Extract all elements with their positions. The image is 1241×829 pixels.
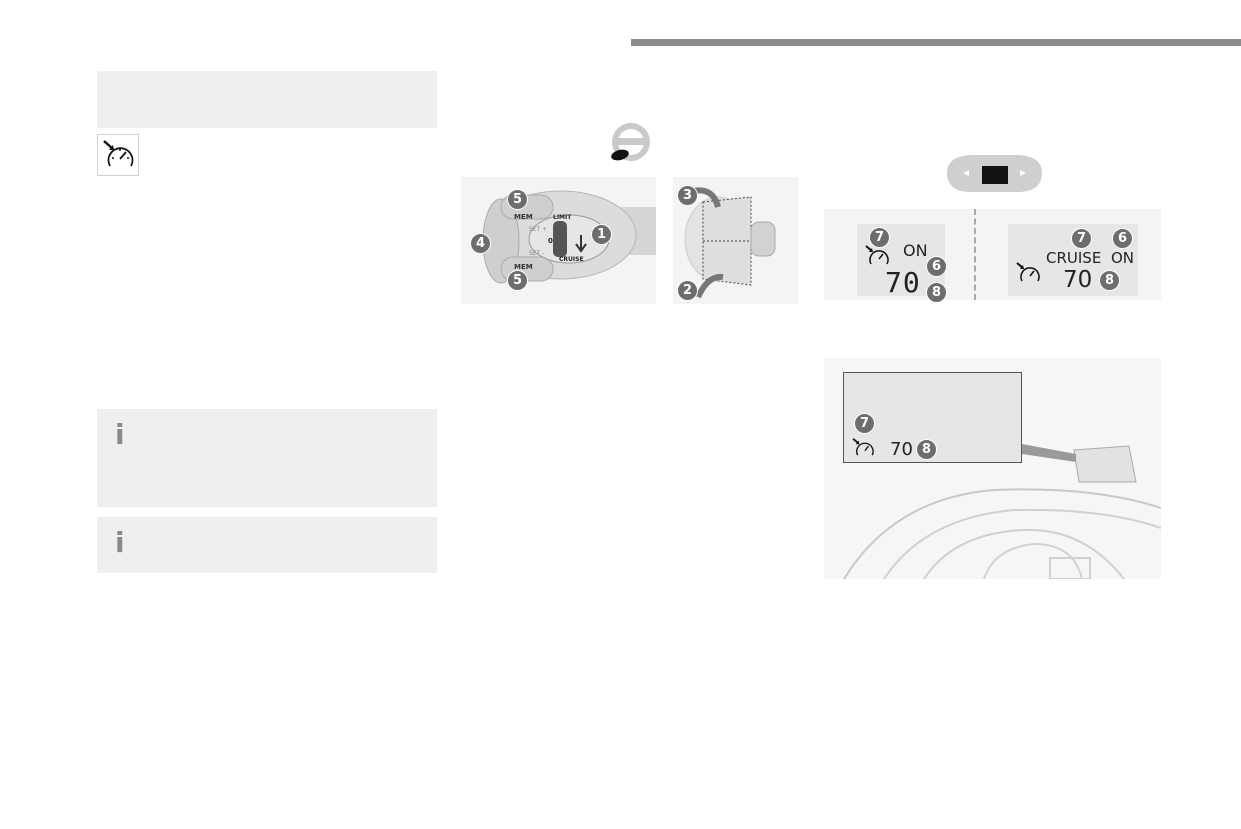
callout-7: 7 xyxy=(869,227,890,248)
display-2-mode: CRUISE xyxy=(1046,249,1102,267)
callout-6: 6 xyxy=(926,256,947,277)
cruise-control-icon xyxy=(97,134,139,176)
callout-8: 8 xyxy=(926,282,947,303)
hud-speed: 70 xyxy=(890,439,913,460)
header-panel xyxy=(97,71,437,128)
displays-panel: ON 70 7 6 8 CRUISE ON 70 7 6 8 xyxy=(824,209,1161,303)
display-1-speed: 70 xyxy=(885,266,921,299)
callout-7: 7 xyxy=(1071,228,1092,249)
cruise-label: CRUISE xyxy=(559,256,584,263)
display-2-speed: 70 xyxy=(1063,267,1093,293)
limit-label: LIMIT xyxy=(553,214,572,221)
hud-illustration: 70 7 8 xyxy=(824,358,1161,579)
cruise-control-icon xyxy=(865,245,889,265)
display-2: CRUISE ON 70 7 6 8 xyxy=(1008,224,1138,296)
mem-top-label: MEM xyxy=(514,213,533,221)
callout-1: 1 xyxy=(591,224,612,245)
steering-wheel-icon xyxy=(606,121,656,165)
hud-display: 70 7 8 xyxy=(843,372,1022,463)
info-panel-1: i xyxy=(97,409,437,507)
callout-7: 7 xyxy=(854,413,875,434)
mem-bottom-label: MEM xyxy=(514,263,533,271)
lever-illustration: MEM MEM SET + SET - 0 LIMIT CRUISE 5 4 5… xyxy=(461,177,656,304)
display-divider xyxy=(974,209,976,300)
cruise-control-icon xyxy=(852,438,874,456)
display-1: ON 70 7 6 8 xyxy=(857,224,947,303)
display-2-status: ON xyxy=(1111,249,1135,267)
callout-8: 8 xyxy=(1099,270,1120,291)
set-plus-label: SET + xyxy=(529,226,547,233)
callout-3: 3 xyxy=(677,185,698,206)
set-minus-label: SET - xyxy=(529,250,544,257)
display-1-status: ON xyxy=(903,241,928,260)
callout-8: 8 xyxy=(916,439,937,460)
callout-5-top: 5 xyxy=(507,189,528,210)
callout-2: 2 xyxy=(677,280,698,301)
cruise-control-icon xyxy=(1016,262,1040,282)
instrument-cluster-icon xyxy=(939,151,1050,196)
info-panel-2: i xyxy=(97,517,437,573)
zero-label: 0 xyxy=(548,237,553,245)
top-rule xyxy=(631,39,1241,46)
info-icon: i xyxy=(115,418,125,451)
callout-4: 4 xyxy=(470,233,491,254)
lever-side-view: 3 2 xyxy=(673,177,798,304)
info-icon: i xyxy=(115,526,125,559)
callout-6: 6 xyxy=(1112,228,1133,249)
callout-5-bottom: 5 xyxy=(507,270,528,291)
